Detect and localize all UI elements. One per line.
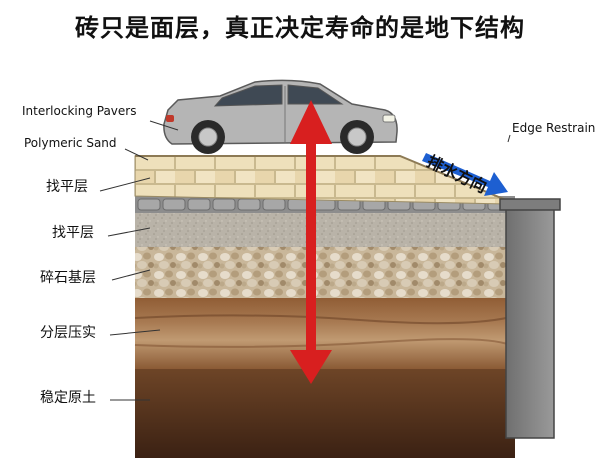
leader-lines (99, 120, 511, 401)
label-stable-soil: 稳定原土 (40, 390, 96, 406)
car-icon (163, 79, 398, 154)
label-compacted-layers: 分层压实 (40, 325, 96, 341)
stable-soil-layer (135, 368, 515, 458)
diagram-title: 砖只是面层，真正决定寿命的是地下结构 (75, 14, 525, 42)
label-interlocking-pavers: Interlocking Pavers (22, 104, 137, 118)
edge-restraint-wall (505, 204, 555, 439)
label-edge-restraint: Edge Restrain (512, 121, 596, 135)
label-leveling-layer-1: 找平层 (46, 179, 88, 195)
edge-restraint-cap (499, 198, 561, 211)
load-transfer-arrow (290, 100, 332, 384)
polymeric-sand-line (135, 155, 507, 201)
label-leveling-layer-2: 找平层 (52, 225, 94, 241)
leveling-layer-sand (135, 212, 515, 247)
label-polymeric-sand: Polymeric Sand (24, 136, 117, 150)
drainage-arrow (422, 153, 508, 196)
label-gravel-base: 碎石基层 (40, 270, 96, 286)
gravel-base-layer (135, 246, 515, 298)
